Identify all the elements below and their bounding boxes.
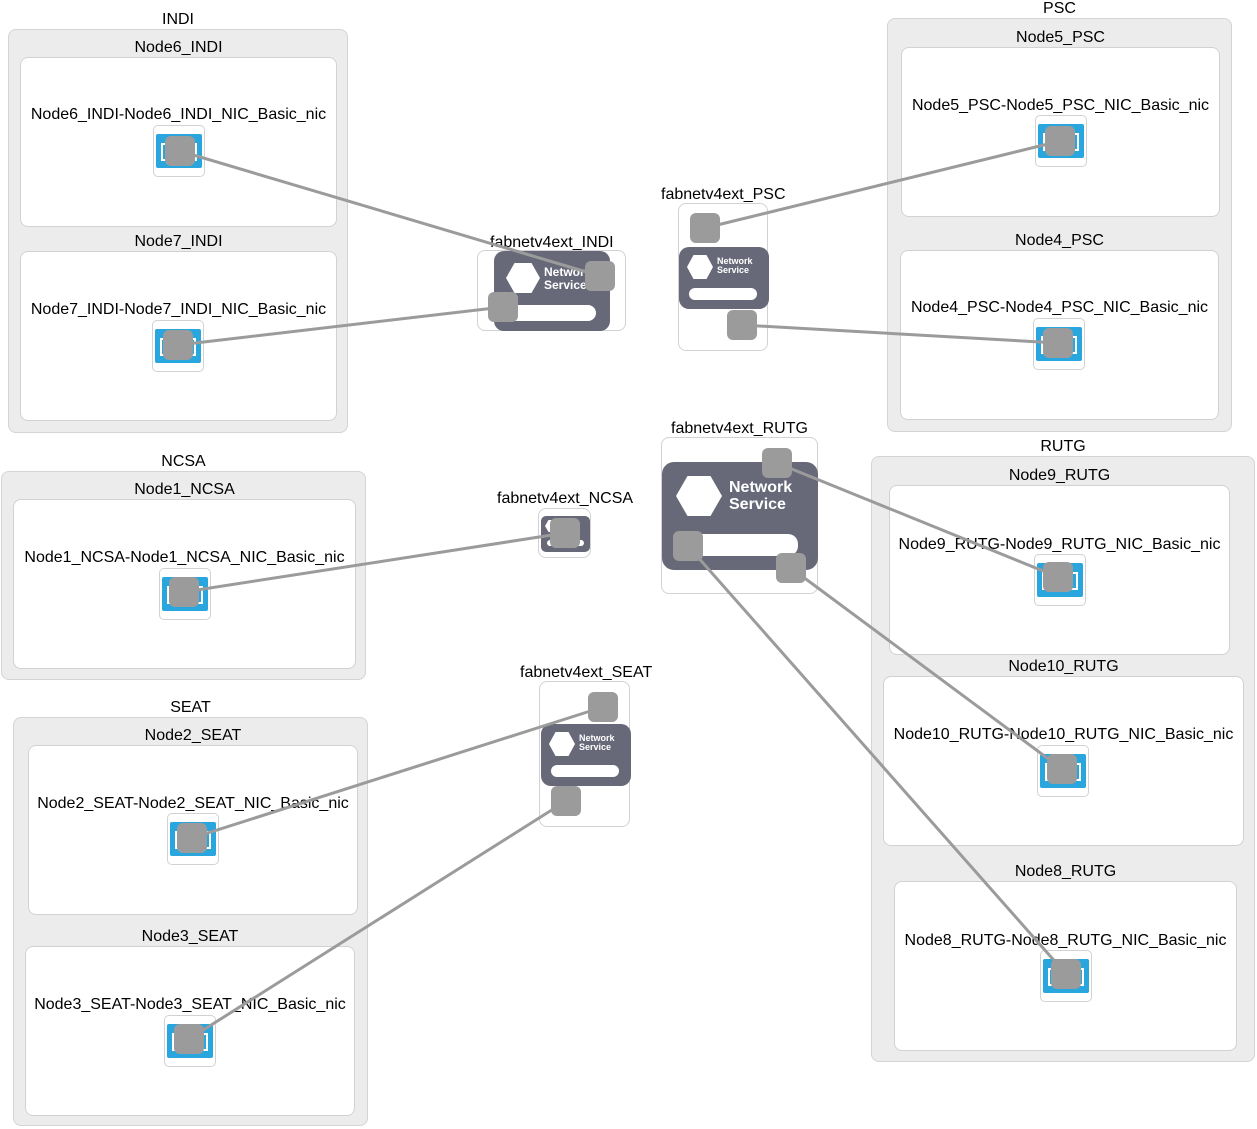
interface-port-icon[interactable] — [585, 261, 615, 291]
node-label: Node8_RUTG — [1014, 863, 1117, 880]
service-label-psc: fabnetv4ext_PSC — [661, 186, 786, 203]
site-label: NCSA — [161, 453, 206, 470]
network-service-icon: Network Service — [541, 724, 631, 786]
nic-label: Node1_NCSA-Node1_NCSA_NIC_Basic_nic — [24, 549, 345, 566]
site-indi[interactable]: INDI Node6_INDI Node6_INDI-Node6_INDI_NI… — [8, 11, 348, 433]
interface-port-icon[interactable] — [1045, 126, 1075, 156]
site-ncsa[interactable]: NCSA Node1_NCSA Node1_NCSA-Node1_NCSA_NI… — [1, 453, 366, 680]
nic-label: Node4_PSC-Node4_PSC_NIC_Basic_nic — [910, 299, 1209, 316]
site-label: RUTG — [1040, 438, 1086, 455]
nic-label: Node8_RUTG-Node8_RUTG_NIC_Basic_nic — [904, 932, 1227, 949]
site-seat[interactable]: SEAT Node2_SEAT Node2_SEAT-Node2_SEAT_NI… — [13, 699, 368, 1126]
service-icon-text: Network Service — [729, 479, 793, 513]
interface-port-icon[interactable] — [550, 518, 580, 548]
interface-port-icon[interactable] — [588, 692, 618, 722]
service-icon-text: Network Service — [717, 256, 753, 276]
node-label: Node6_INDI — [134, 39, 223, 56]
service-bar — [689, 288, 757, 300]
service-bar — [551, 765, 619, 777]
service-label-seat: fabnetv4ext_SEAT — [520, 664, 653, 681]
service-hex-icon — [676, 476, 722, 516]
interface-port-icon[interactable] — [488, 292, 518, 322]
site-label: SEAT — [170, 699, 211, 716]
interface-port-icon[interactable] — [690, 213, 720, 243]
site-label: PSC — [1043, 0, 1076, 17]
node-label: Node10_RUTG — [1008, 658, 1119, 675]
node-label: Node2_SEAT — [144, 727, 242, 744]
site-psc[interactable]: PSC Node5_PSC Node5_PSC-Node5_PSC_NIC_Ba… — [887, 0, 1232, 432]
nic-label: Node2_SEAT-Node2_SEAT_NIC_Basic_nic — [37, 795, 349, 812]
service-hex-icon — [549, 732, 575, 756]
nic-label: Node3_SEAT-Node3_SEAT_NIC_Basic_nic — [34, 996, 346, 1013]
interface-port-icon[interactable] — [177, 823, 207, 853]
interface-port-icon[interactable] — [165, 136, 195, 166]
interface-port-icon[interactable] — [762, 448, 792, 478]
interface-port-icon[interactable] — [551, 786, 581, 816]
node-label: Node9_RUTG — [1008, 467, 1111, 484]
interface-port-icon[interactable] — [163, 330, 193, 360]
interface-port-icon[interactable] — [1051, 959, 1081, 989]
service-bar — [506, 305, 596, 321]
node-label: Node7_INDI — [134, 233, 223, 250]
nic-label: Node10_RUTG-Node10_RUTG_NIC_Basic_nic — [893, 726, 1234, 743]
interface-port-icon[interactable] — [1047, 754, 1077, 784]
node-label: Node1_NCSA — [134, 481, 235, 498]
node-label: Node5_PSC — [1016, 29, 1105, 46]
service-label-ncsa: fabnetv4ext_NCSA — [497, 490, 634, 507]
site-label: INDI — [162, 11, 194, 28]
service-label-rutg: fabnetv4ext_RUTG — [671, 420, 808, 437]
interface-port-icon[interactable] — [673, 531, 703, 561]
interface-port-icon[interactable] — [1043, 328, 1073, 358]
node-label: Node4_PSC — [1015, 232, 1104, 249]
nic-label: Node7_INDI-Node7_INDI_NIC_Basic_nic — [30, 301, 327, 318]
node-label: Node3_SEAT — [141, 928, 239, 945]
network-service-icon: Network Service — [679, 247, 769, 309]
service-icon-text: Network Service — [579, 733, 615, 753]
nic-label: Node6_INDI-Node6_INDI_NIC_Basic_nic — [30, 106, 327, 123]
nic-label: Node5_PSC-Node5_PSC_NIC_Basic_nic — [911, 97, 1210, 114]
nic-label: Node9_RUTG-Node9_RUTG_NIC_Basic_nic — [898, 536, 1221, 553]
service-hex-icon — [506, 263, 540, 293]
interface-port-icon[interactable] — [174, 1024, 204, 1054]
interface-port-icon[interactable] — [776, 553, 806, 583]
interface-port-icon[interactable] — [727, 310, 757, 340]
interface-port-icon[interactable] — [1043, 562, 1073, 592]
interface-port-icon[interactable] — [169, 577, 199, 607]
service-hex-icon — [687, 255, 713, 279]
